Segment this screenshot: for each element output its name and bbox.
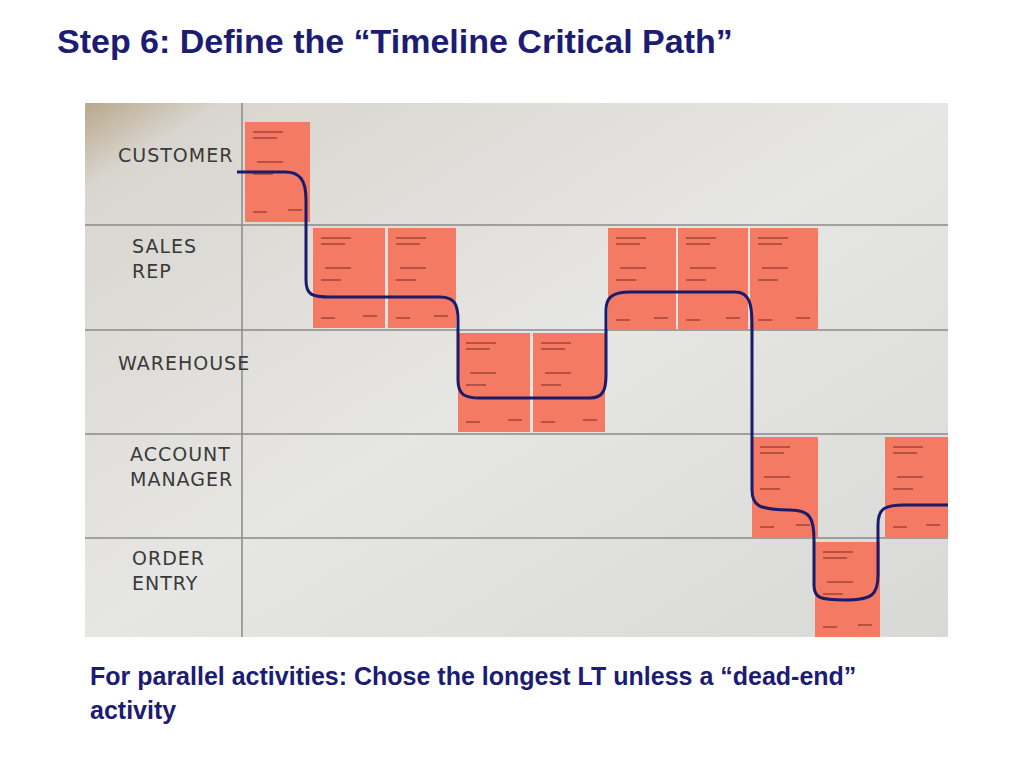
handwriting-scribble [321,280,341,281]
handwriting-scribble [616,320,630,321]
handwriting-scribble [686,280,706,281]
handwriting-scribble [541,349,565,350]
whiteboard [85,103,948,637]
handwriting-scribble [288,210,302,211]
handwriting-scribble [363,316,377,317]
sticky-note [750,228,818,330]
sticky-note [533,333,605,432]
sticky-notes [245,122,948,637]
handwriting-scribble [545,373,571,374]
handwriting-scribble [541,385,561,386]
handwriting-scribble [466,385,486,386]
handwriting-scribble [893,453,917,454]
handwriting-scribble [396,238,426,239]
handwriting-scribble [616,238,646,239]
handwriting-scribble [257,162,283,163]
handwriting-scribble [760,527,774,528]
handwriting-scribble [396,318,410,319]
handwriting-scribble [823,627,837,628]
handwriting-scribble [470,373,496,374]
handwriting-scribble [508,420,522,421]
handwriting-scribble [758,238,788,239]
handwriting-scribble [893,489,913,490]
handwriting-scribble [541,343,571,344]
swimlane-label: SALES REP [132,234,227,283]
handwriting-scribble [764,477,790,478]
handwriting-scribble [253,212,267,213]
handwriting-scribble [253,138,277,139]
handwriting-scribble [620,268,646,269]
handwriting-scribble [726,318,740,319]
handwriting-scribble [762,268,788,269]
swimlane-lines [85,103,948,637]
swimlane-label: CUSTOMER [118,143,238,168]
handwriting-scribble [686,244,710,245]
handwriting-scribble [396,244,420,245]
handwriting-scribble [926,525,940,526]
handwriting-scribble [858,625,872,626]
sticky-note [678,228,748,330]
handwriting-scribble [760,447,790,448]
handwriting-scribble [466,349,490,350]
sticky-note [815,542,880,637]
handwriting-scribble [325,268,351,269]
handwriting-scribble [796,525,810,526]
handwriting-scribble [897,477,923,478]
handwriting-scribble [760,489,780,490]
slide-title: Step 6: Define the “Timeline Critical Pa… [57,22,733,61]
sticky-note [388,228,456,328]
sticky-note [608,228,676,330]
handwriting-scribble [434,316,448,317]
handwriting-scribble [686,238,716,239]
sticky-note [752,437,818,537]
handwriting-scribble [583,420,597,421]
slide-caption: For parallel activities: Chose the longe… [90,660,945,728]
swimlane-label: WAREHOUSE [118,351,240,376]
handwriting-scribble [616,280,636,281]
handwriting-scribble [466,343,496,344]
handwriting-scribble [823,558,847,559]
handwriting-scribble [396,280,416,281]
handwriting-scribble [827,582,853,583]
handwriting-scribble [253,174,273,175]
handwriting-scribble [893,527,907,528]
handwriting-scribble [893,447,923,448]
handwriting-scribble [823,552,853,553]
handwriting-scribble [466,422,480,423]
handwriting-scribble [654,318,668,319]
swimlane-label: ORDER ENTRY [132,546,232,595]
handwriting-scribble [760,453,784,454]
handwriting-scribble [400,268,426,269]
sticky-note [458,333,530,432]
handwriting-scribble [758,280,778,281]
handwriting-scribble [321,244,345,245]
critical-path-line [237,172,948,600]
handwriting-scribble [541,422,555,423]
handwriting-scribble [823,594,843,595]
handwriting-scribble [758,244,782,245]
handwriting-scribble [796,318,810,319]
handwriting-scribble [321,318,335,319]
handwriting-scribble [758,320,772,321]
handwriting-scribble [321,238,351,239]
sticky-note [885,437,948,537]
handwriting-scribble [253,132,283,133]
sticky-note [313,228,385,328]
handwriting-scribble [616,244,640,245]
handwriting-scribble [690,268,716,269]
swimlane-label: ACCOUNT MANAGER [130,442,245,491]
handwriting-scribble [686,320,700,321]
